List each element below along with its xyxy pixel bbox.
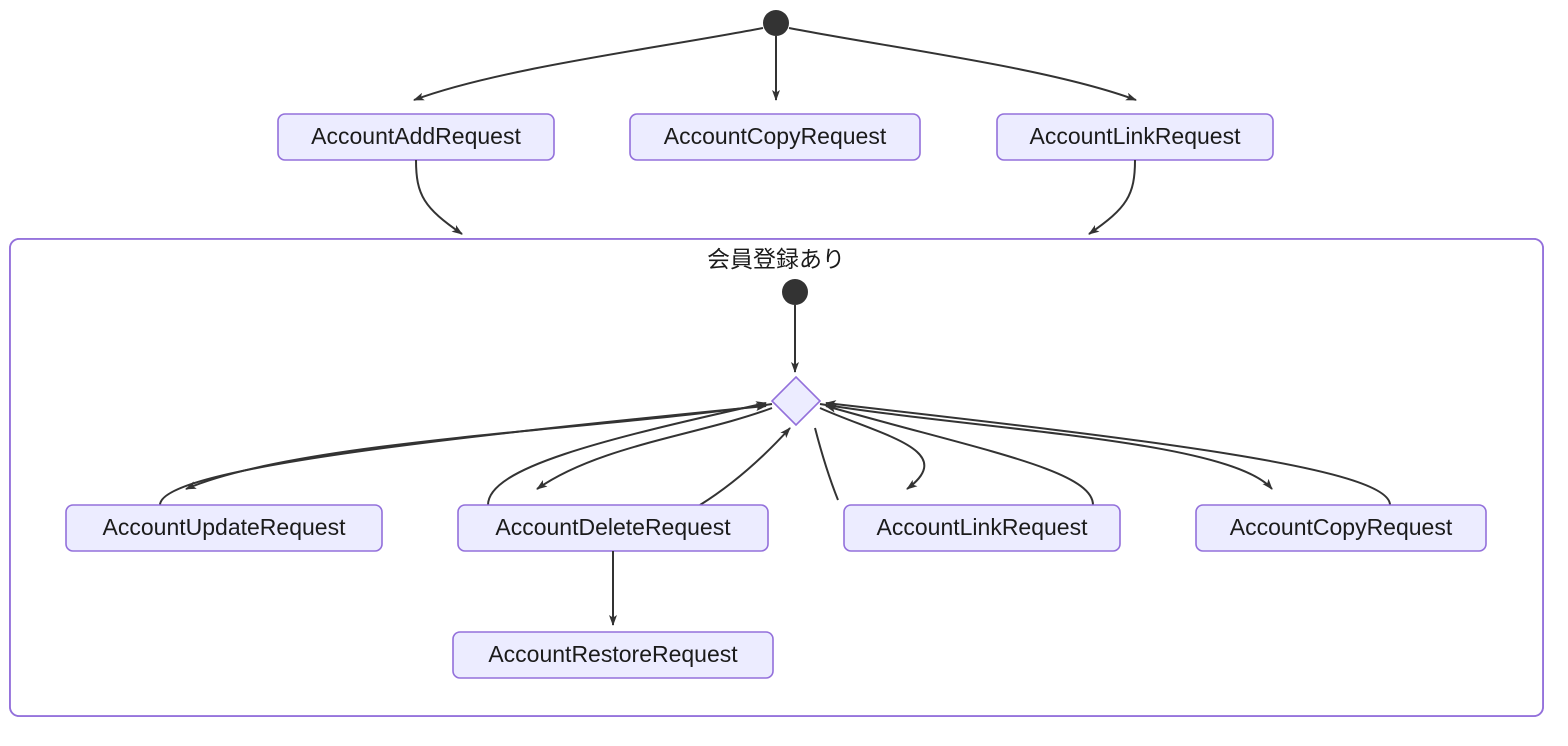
state-account-copy-request-inner[interactable]: AccountCopyRequest	[1195, 504, 1487, 552]
state-account-copy-request[interactable]: AccountCopyRequest	[629, 113, 921, 161]
edge-account-delete-request-to-choice	[487, 401, 767, 506]
state-account-copy-request-label: AccountCopyRequest	[664, 123, 887, 149]
edge-account-link-request-to-composite	[1088, 159, 1136, 235]
state-account-restore-request[interactable]: AccountRestoreRequest	[452, 631, 774, 679]
edge-account-delete-request-to-choice-secondary	[699, 427, 791, 506]
state-account-update-request-label: AccountUpdateRequest	[103, 514, 347, 540]
edge-choice-to-account-delete-request	[536, 407, 773, 490]
start-node-inner	[782, 279, 808, 305]
edge-account-update-request-to-choice	[159, 402, 767, 506]
choice-node	[770, 375, 822, 427]
choice-node-diamond	[770, 375, 822, 427]
edge-start-to-account-add-request	[413, 27, 764, 101]
state-account-link-request-inner-box[interactable]	[843, 504, 1121, 552]
edge-choice-to-account-link-request-inner	[819, 407, 926, 490]
state-account-restore-request-label: AccountRestoreRequest	[488, 641, 738, 667]
edge-start-to-account-link-request	[788, 27, 1137, 101]
edge-account-add-request-to-composite	[415, 159, 463, 235]
composite-state-member-registered: 会員登録あり	[9, 238, 1544, 717]
state-account-delete-request[interactable]: AccountDeleteRequest	[457, 504, 769, 552]
edge-choice-to-account-link-request-tail	[814, 427, 839, 501]
state-account-update-request[interactable]: AccountUpdateRequest	[65, 504, 383, 552]
state-account-copy-request-box[interactable]	[629, 113, 921, 161]
edge-account-copy-request-inner-to-choice	[825, 400, 1391, 506]
state-account-add-request[interactable]: AccountAddRequest	[277, 113, 555, 161]
state-account-copy-request-inner-box[interactable]	[1195, 504, 1487, 552]
state-account-link-request-label: AccountLinkRequest	[1030, 123, 1242, 149]
start-node-outer	[763, 10, 789, 36]
edge-account-link-request-inner-to-choice	[825, 404, 1094, 506]
state-account-link-request[interactable]: AccountLinkRequest	[996, 113, 1274, 161]
state-account-restore-request-box[interactable]	[452, 631, 774, 679]
state-account-copy-request-inner-label: AccountCopyRequest	[1230, 514, 1453, 540]
state-account-link-request-inner-label: AccountLinkRequest	[877, 514, 1089, 540]
edge-choice-to-account-copy-request-inner	[819, 403, 1273, 490]
state-account-add-request-label: AccountAddRequest	[311, 123, 521, 149]
state-account-update-request-box[interactable]	[65, 504, 383, 552]
composite-state-outline	[9, 238, 1544, 717]
composite-state-title: 会員登録あり	[707, 246, 845, 272]
state-account-link-request-inner[interactable]: AccountLinkRequest	[843, 504, 1121, 552]
state-account-delete-request-label: AccountDeleteRequest	[495, 514, 731, 540]
